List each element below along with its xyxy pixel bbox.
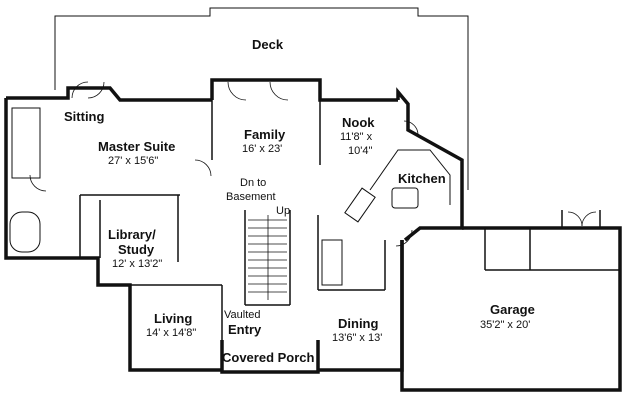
nook-label: Nook (342, 115, 375, 130)
exterior-walls (4, 78, 622, 392)
nook-dimensions-line-2: 10'4" (348, 145, 373, 157)
master-suite-label: Master Suite (98, 139, 176, 154)
kitchen-label: Kitchen (398, 171, 446, 186)
library-label-line-1: Library/ (108, 227, 156, 242)
entry-label-line-1: Vaulted (224, 309, 261, 321)
living-dimensions: 14' x 14'8" (146, 327, 197, 339)
master-suite-dimensions: 27' x 15'6" (108, 155, 159, 167)
family-dimensions: 16' x 23' (242, 143, 283, 155)
fixtures (9, 107, 451, 286)
garage-dimensions: 35'2" x 20' (480, 319, 531, 331)
dining-label: Dining (338, 316, 379, 331)
stairs-label-line-3: Up (276, 205, 291, 217)
entry-label-line-2: Entry (228, 322, 262, 337)
sitting-label: Sitting (64, 109, 105, 124)
garage-label: Garage (490, 302, 535, 317)
nook-dimensions-line-1: 11'8" x (340, 131, 373, 143)
family-label: Family (244, 127, 286, 142)
interior-walls (79, 100, 620, 340)
staircase (248, 215, 287, 300)
dining-dimensions: 13'6" x 13' (332, 332, 383, 344)
door-swings (29, 81, 597, 247)
deck-outline (54, 7, 469, 190)
living-label: Living (154, 311, 193, 326)
deck-label: Deck (252, 37, 284, 52)
stairs-label-line-1: Dn to (240, 177, 267, 189)
covered-porch-label: Covered Porch (222, 350, 315, 365)
library-dimensions: 12' x 13'2" (112, 258, 163, 270)
stairs-label-line-2: Basement (226, 191, 276, 203)
library-label-line-2: Study (118, 242, 155, 257)
